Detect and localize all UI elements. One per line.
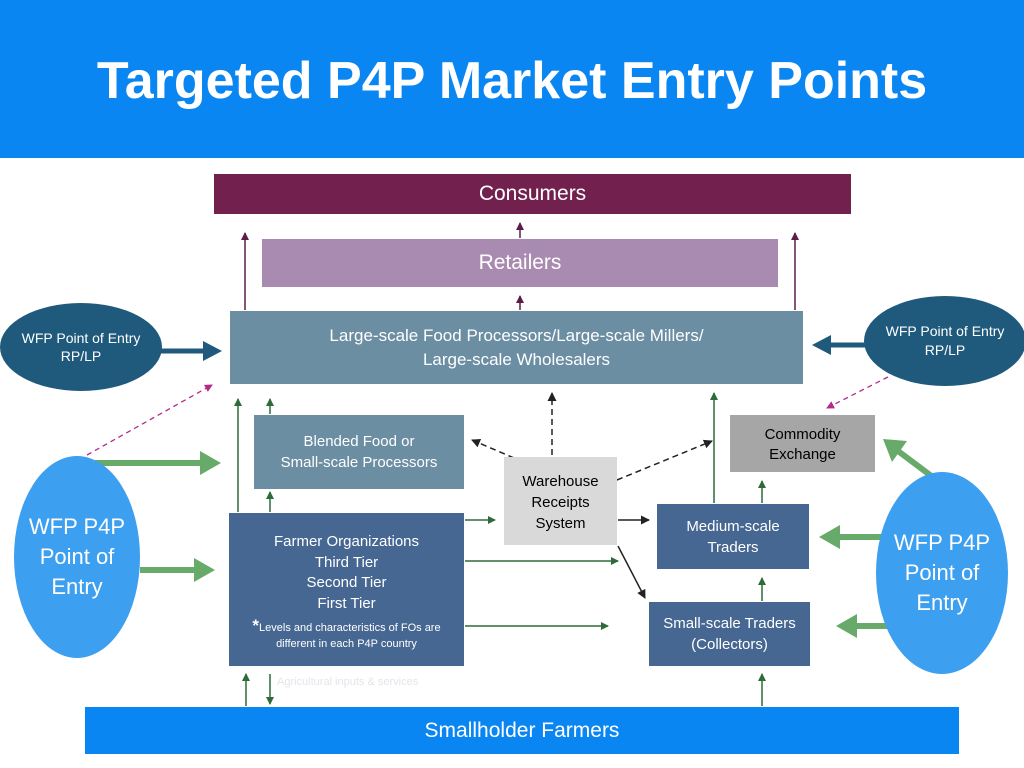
small-line1: Small-scale Traders: [663, 615, 796, 632]
retailers-box: Retailers: [262, 239, 778, 287]
fo-line3: Second Tier: [306, 574, 387, 591]
fo-note-line1: *Levels and characteristics of FOs are: [252, 616, 441, 636]
large-scale-line2: Large-scale Wholesalers: [422, 349, 611, 369]
warehouse-line3: System: [535, 515, 586, 532]
consumers-box: Consumers: [214, 174, 851, 214]
medium-line1: Medium-scale: [686, 517, 780, 535]
p4p-left-line2: Point of: [39, 544, 115, 569]
arrow-warehouse-to-blended: [471, 439, 515, 459]
blended-line1: Blended Food or: [303, 433, 415, 450]
fo-note-text1: Levels and characteristics of FOs are: [259, 622, 441, 634]
medium-scale-traders-box: Medium-scale Traders: [657, 504, 809, 569]
blended-line2: Small-scale Processors: [280, 454, 438, 471]
fo-line1: Farmer Organizations: [273, 533, 420, 550]
entry-point-p4p-right: WFP P4P Point of Entry: [876, 472, 1008, 674]
arrow-rplp-left: [160, 341, 222, 361]
small-scale-traders-box: Small-scale Traders (Collectors): [649, 602, 810, 666]
consumers-label: Consumers: [478, 182, 587, 205]
commodity-line1: Commodity: [764, 426, 841, 443]
warehouse-line2: Receipts: [531, 494, 590, 511]
medium-line2: Traders: [707, 538, 759, 556]
arrow-warehouse-to-small: [617, 545, 646, 599]
commodity-line2: Exchange: [769, 446, 836, 463]
smallholders-label: Smallholder Farmers: [424, 718, 620, 742]
rplp-left-line2: RP/LP: [60, 348, 102, 364]
warehouse-receipts-box: Warehouse Receipts System: [504, 457, 617, 545]
page-title: Targeted P4P Market Entry Points: [96, 52, 928, 110]
fo-note-star: *: [252, 616, 260, 635]
p4p-right-line1: WFP P4P: [893, 530, 991, 555]
small-line2: (Collectors): [691, 636, 768, 653]
rplp-left-line1: WFP Point of Entry: [21, 330, 141, 346]
fo-line2: Third Tier: [314, 553, 379, 571]
large-scale-processors-box: Large-scale Food Processors/Large-scale …: [230, 311, 803, 384]
rplp-right-line2: RP/LP: [924, 342, 966, 358]
inputs-services-label: Agricultural inputs & services: [277, 676, 419, 688]
blended-food-box: Blended Food or Small-scale Processors: [254, 415, 464, 489]
smallholder-farmers-box: Smallholder Farmers: [85, 707, 959, 754]
retailers-label: Retailers: [478, 251, 562, 274]
large-scale-line1: Large-scale Food Processors/Large-scale …: [329, 325, 704, 345]
p4p-left-line3: Entry: [51, 574, 103, 599]
arrow-warehouse-to-commodity: [616, 439, 713, 481]
arrow-p4p-right-to-small: [836, 614, 888, 638]
p4p-left-line1: WFP P4P: [28, 514, 126, 539]
rplp-right-line1: WFP Point of Entry: [885, 323, 1005, 339]
arrow-entry-left-dashed: [86, 384, 213, 456]
arrow-p4p-left-to-blended: [95, 451, 221, 475]
farmer-organizations-box: Farmer Organizations Third Tier Second T…: [229, 513, 464, 666]
entry-point-rplp-left: WFP Point of Entry RP/LP: [0, 303, 162, 391]
entry-point-p4p-left: WFP P4P Point of Entry: [14, 456, 140, 658]
title-banner: Targeted P4P Market Entry Points: [0, 0, 1024, 158]
fo-note-line2: different in each P4P country: [276, 638, 417, 650]
p4p-right-line2: Point of: [904, 560, 980, 585]
fo-line4: First Tier: [317, 594, 376, 612]
arrow-rplp-right: [812, 335, 866, 355]
commodity-exchange-box: Commodity Exchange: [730, 415, 875, 472]
entry-point-rplp-right: WFP Point of Entry RP/LP: [864, 296, 1024, 386]
p4p-right-line3: Entry: [916, 590, 968, 615]
warehouse-line1: Warehouse: [522, 473, 599, 490]
arrow-entry-right-dashed: [826, 376, 889, 409]
arrow-p4p-left-to-fo: [140, 558, 215, 582]
